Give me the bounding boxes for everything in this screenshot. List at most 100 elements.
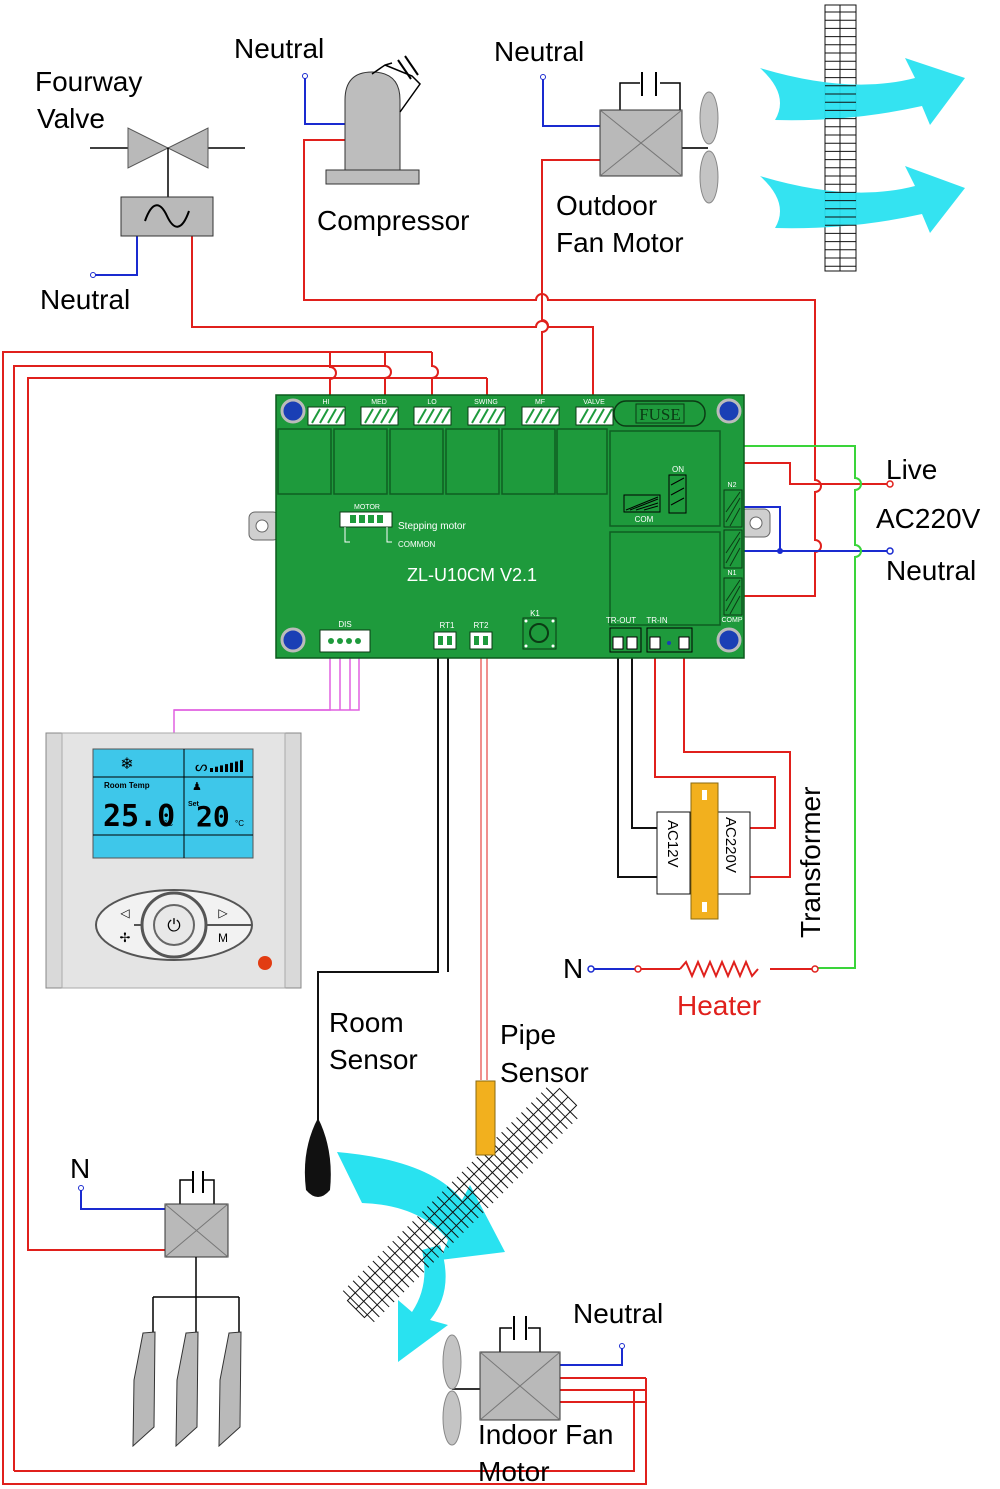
tr-out-label: TR-OUT xyxy=(606,616,636,625)
neutral-compressor-label: Neutral xyxy=(234,33,324,64)
wire-room-sensor xyxy=(317,655,439,1120)
live-label: Live xyxy=(886,454,937,485)
fan-icon[interactable]: ✢ xyxy=(120,930,131,945)
wire-neutral-swing xyxy=(80,1188,165,1210)
rt1-label: RT1 xyxy=(440,621,456,630)
left-arrow-icon[interactable]: ◁ xyxy=(120,906,130,920)
relay-terminal-med: MED xyxy=(360,399,399,426)
mode-icon[interactable]: M xyxy=(218,931,228,945)
wire-neutral-indoor xyxy=(560,1346,623,1366)
room-sensor-label-2: Sensor xyxy=(329,1044,418,1075)
room-sensor-label-1: Room xyxy=(329,1007,404,1038)
evaporator-airflow xyxy=(337,1152,505,1362)
power-icon: ⏻ xyxy=(167,916,181,935)
indoor-fan-label-1: Indoor Fan xyxy=(478,1419,613,1450)
relay-terminal-hi: HI xyxy=(307,399,346,426)
fan-bar xyxy=(225,764,228,772)
wire-display xyxy=(173,655,331,733)
neutral-indoor-label: Neutral xyxy=(573,1298,663,1329)
fan-bar xyxy=(235,761,238,772)
fuse-label: FUSE xyxy=(639,405,681,424)
wire-neutral-outdoor xyxy=(542,77,600,127)
heater-resistor xyxy=(679,959,759,979)
status-led xyxy=(258,956,272,970)
wire-neutral-compressor xyxy=(304,76,345,125)
relay-label-mf: MF xyxy=(535,399,545,406)
wire-indoor-fan xyxy=(560,1377,646,1403)
indoor-fan-motor xyxy=(442,1316,561,1446)
pipe-sensor-probe xyxy=(475,1080,496,1156)
common-label: COMMON xyxy=(398,540,436,549)
outdoor-airflow xyxy=(760,58,965,233)
ac12v-label: AC12V xyxy=(664,820,681,868)
relay-terminal-swing: SWING xyxy=(467,399,506,426)
transformer: AC12V AC220V xyxy=(656,782,751,920)
relay-terminal-lo: LO xyxy=(413,399,452,426)
room-temp-label: Room Temp xyxy=(104,781,150,790)
bell-icon: ♟ xyxy=(192,781,202,793)
tr-in-label: TR-IN xyxy=(646,616,668,625)
stepping-motor-label: Stepping motor xyxy=(398,521,466,532)
outdoor-fan-motor xyxy=(599,72,719,204)
fan-speed-bars xyxy=(210,760,243,772)
relay-terminal-mf: MF xyxy=(521,399,560,426)
fan-bar xyxy=(240,760,243,772)
wire-swing-motor xyxy=(27,377,487,1251)
n-swing-label: N xyxy=(70,1153,90,1184)
transformer-label: Transformer xyxy=(795,787,826,938)
set-temp-value: 20 xyxy=(196,800,230,833)
fourway-valve xyxy=(90,127,245,237)
wire-lo-drop xyxy=(431,352,439,400)
wire-valve xyxy=(191,236,594,400)
wall-thermostat: ❄ ᔕ ♟ Room Temp 25.0 °C Set 20 °C ⏻ ◁ ✢ … xyxy=(45,732,302,989)
wire-neutral-valve xyxy=(93,236,138,276)
neutral-outdoor-label: Neutral xyxy=(494,36,584,67)
fan-bar xyxy=(230,762,233,772)
com-label: COM xyxy=(635,515,654,524)
wire-tr-out-2 xyxy=(631,640,657,829)
condenser-coil-front xyxy=(825,11,856,267)
compressor xyxy=(325,55,421,185)
wire-tr-in-1 xyxy=(654,640,776,829)
n1-label: N1 xyxy=(728,570,737,577)
swing-motor xyxy=(132,1171,242,1448)
fan-speed-icon: ᔕ xyxy=(195,758,207,774)
motor-label: MOTOR xyxy=(354,504,380,511)
outdoor-fan-label-2: Fan Motor xyxy=(556,227,684,258)
snowflake-icon: ❄ xyxy=(120,756,133,773)
compressor-label: Compressor xyxy=(317,205,469,236)
outdoor-fan-label-1: Outdoor xyxy=(556,190,657,221)
set-temp-unit: °C xyxy=(235,819,244,828)
neutral-valve-label: Neutral xyxy=(40,284,130,315)
wire-heater-live xyxy=(639,445,862,969)
pipe-sensor-label-2: Sensor xyxy=(500,1057,589,1088)
fan-bar xyxy=(210,768,213,772)
dis-label: DIS xyxy=(338,620,351,629)
fourway-label-2: Valve xyxy=(37,103,105,134)
evaporator-coil xyxy=(342,1087,578,1323)
wire-hi-2 xyxy=(13,365,385,1471)
wire-main-neutral xyxy=(735,506,890,552)
board-model: ZL-U10CM V2.1 xyxy=(407,565,537,585)
n-heater-label: N xyxy=(563,953,583,984)
room-temp-unit: °C xyxy=(164,819,173,828)
wire-tr-out-1 xyxy=(617,640,657,878)
ac220v-tr-label: AC220V xyxy=(722,817,739,873)
fan-bar xyxy=(220,765,223,772)
room-temp-value: 25.0 xyxy=(103,799,175,834)
wire-pipe-sensor xyxy=(480,655,488,1080)
relay-label-lo: LO xyxy=(427,399,437,406)
terminal-dots xyxy=(78,73,894,1349)
on-label: ON xyxy=(672,465,684,474)
neutral-main-label: Neutral xyxy=(886,555,976,586)
room-sensor-probe xyxy=(304,1118,331,1197)
k1-label: K1 xyxy=(530,609,540,618)
n2-label: N2 xyxy=(728,482,737,489)
rt2-label: RT2 xyxy=(474,621,490,630)
heater-label: Heater xyxy=(677,990,761,1021)
text-labels: Fourway Valve Neutral Neutral Compressor… xyxy=(35,33,981,1487)
relay-label-med: MED xyxy=(371,399,387,406)
right-arrow-icon[interactable]: ▷ xyxy=(218,906,228,920)
